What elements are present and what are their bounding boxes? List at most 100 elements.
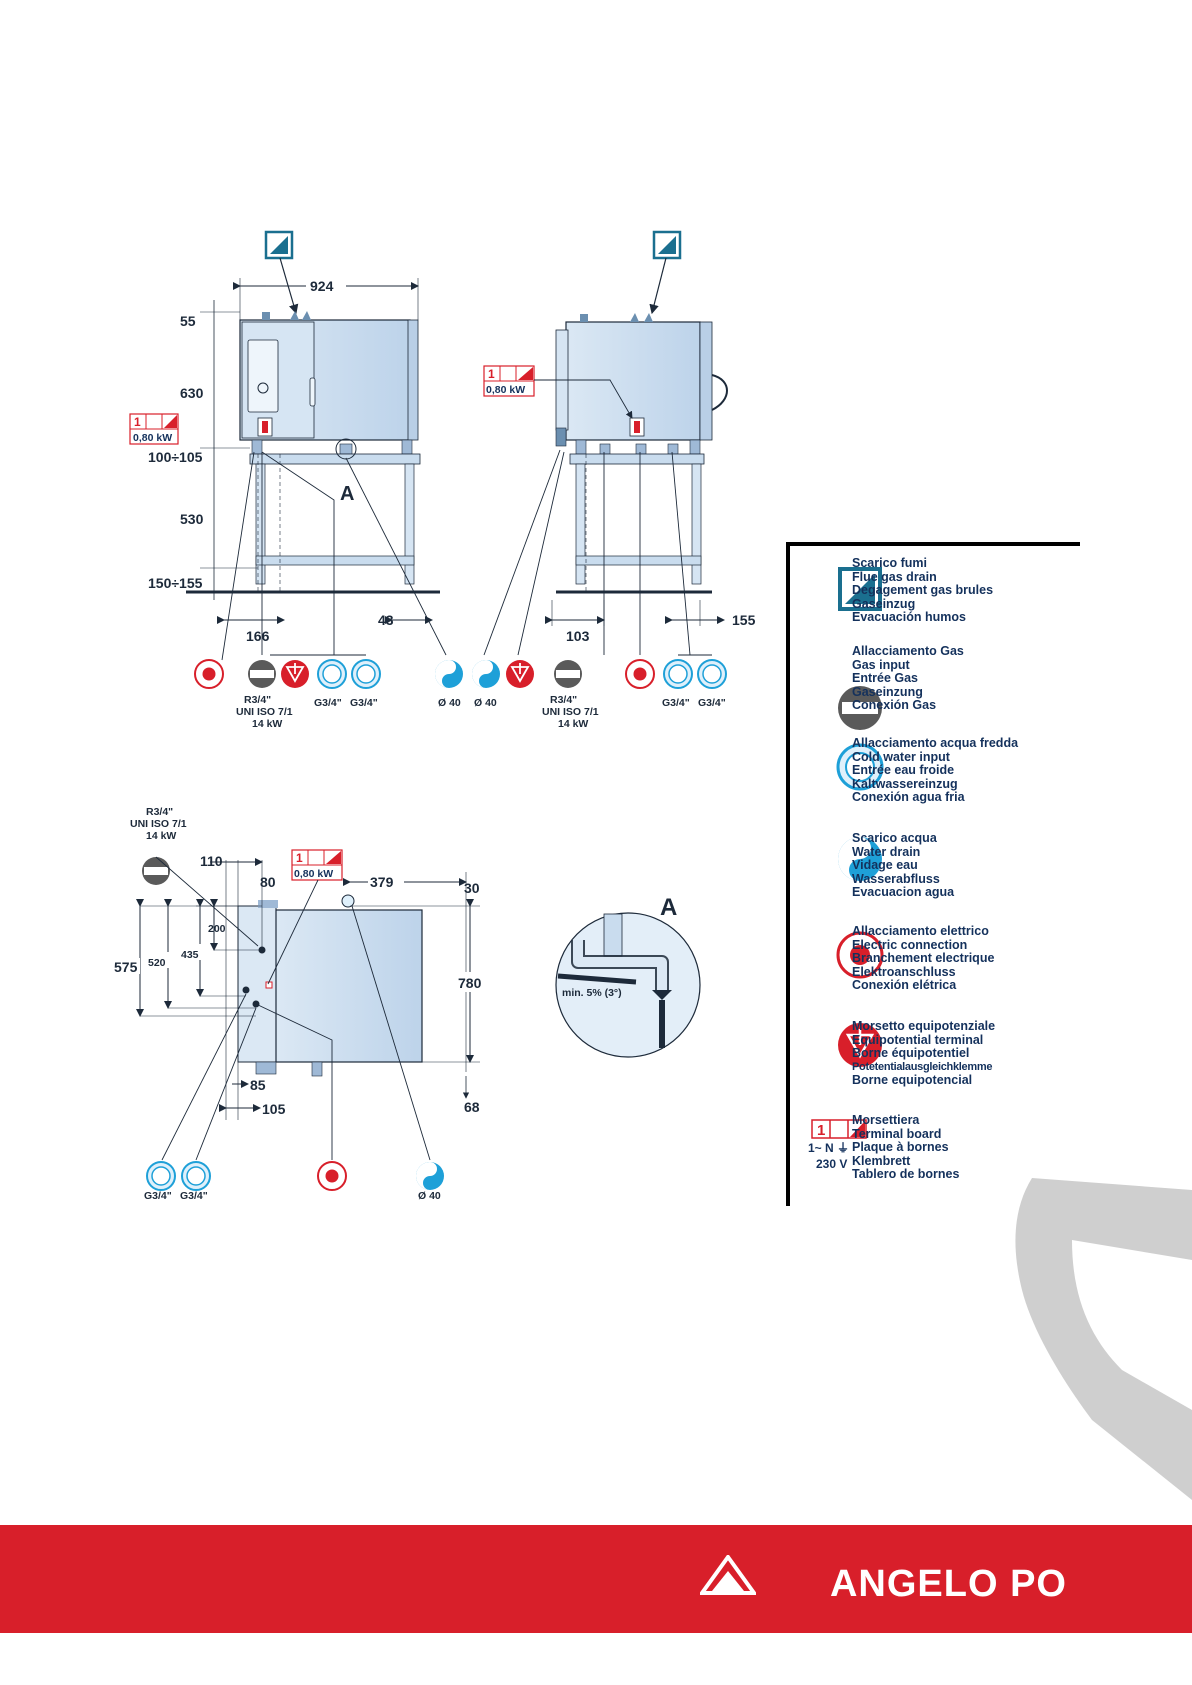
water-label-1: G3/4" [144, 1190, 172, 1202]
legend-equipotential: Morsetto equipotenziale Equipotential te… [852, 1019, 996, 1087]
water-drain-icon [435, 660, 463, 688]
water-label-1: G3/4" [314, 697, 342, 709]
gas-label-2: UNI ISO 7/1 [236, 706, 293, 718]
water-label-2: G3/4" [698, 697, 726, 709]
dim-530: 530 [180, 511, 204, 527]
gas-label-1: R3/4" [146, 806, 173, 818]
equipotential-icon [506, 660, 534, 688]
svg-text:0,80 kW: 0,80 kW [294, 868, 333, 880]
cold-water-icon [697, 659, 727, 689]
side-connection-icons: Ø 40 R3/4" UNI ISO 7/1 14 kW G3/4" G3/4" [472, 659, 727, 730]
electric-connection-icon [317, 1161, 347, 1191]
cold-water-icon [146, 1161, 176, 1191]
dim-150-155: 150÷155 [148, 575, 203, 591]
cold-water-icon [663, 659, 693, 689]
terminal-board-icon: 1 [811, 1119, 867, 1139]
top-view: R3/4" UNI ISO 7/1 14 kW 1 0,80 kW [114, 806, 492, 1161]
gas-label-1: R3/4" [550, 694, 577, 706]
dim-575: 575 [114, 959, 138, 975]
drain-label: Ø 40 [438, 697, 461, 709]
dim-520: 520 [148, 957, 166, 969]
decorative-brand-mark [1015, 1178, 1192, 1500]
gas-label-3: 14 kW [146, 830, 176, 842]
dim-43: 43 [378, 612, 394, 628]
flue-icon [652, 230, 682, 260]
detail-mark-front: A [340, 483, 354, 505]
flue-icon [264, 230, 294, 260]
drain-label: Ø 40 [474, 697, 497, 709]
dim-100-105: 100÷105 [148, 449, 203, 465]
dim-68: 68 [464, 1099, 480, 1115]
dim-155: 155 [732, 612, 756, 628]
side-view: 1 0,80 kW 103 155 [483, 230, 756, 656]
flue-icon [838, 567, 882, 611]
cold-water-icon [351, 659, 381, 689]
svg-text:1: 1 [296, 851, 303, 865]
dim-80: 80 [260, 874, 276, 890]
legend-icons: 1 [811, 567, 884, 1139]
slope-label: min. 5% (3°) [562, 987, 622, 999]
front-connection-icons: R3/4" UNI ISO 7/1 14 kW G3/4" G3/4" Ø 40 [194, 659, 463, 730]
dim-435: 435 [181, 949, 199, 961]
cold-water-icon [317, 659, 347, 689]
dim-55: 55 [180, 313, 196, 329]
drain-label: Ø 40 [418, 1190, 441, 1202]
svg-text:0,80 kW: 0,80 kW [486, 384, 525, 396]
svg-text:1: 1 [488, 367, 495, 381]
equipotential-icon [838, 1023, 882, 1067]
cold-water-icon [181, 1161, 211, 1191]
legend-cold-water: Allacciamento acqua fredda Cold water in… [852, 736, 1019, 804]
top-connection-icons [146, 1161, 444, 1191]
dim-166: 166 [246, 628, 270, 644]
dim-110: 110 [200, 853, 223, 869]
water-label-1: G3/4" [662, 697, 690, 709]
front-view: A 924 55 630 100÷105 530 150÷155 166 43 … [129, 230, 447, 661]
gas-label-2: UNI ISO 7/1 [130, 818, 187, 830]
dim-85: 85 [250, 1077, 266, 1093]
electric-connection-icon [836, 931, 884, 979]
legend-panel [786, 542, 1080, 1206]
dim-30: 30 [464, 880, 480, 896]
gas-label-1: R3/4" [244, 694, 271, 706]
dim-924: 924 [310, 278, 334, 294]
legend-terminal-phase: 1~ N ⏚ [808, 1141, 850, 1155]
legend-gas: Allacciamento Gas Gas input Entrée Gas G… [852, 644, 964, 712]
gas-input-icon [142, 857, 170, 885]
dim-105: 105 [262, 1101, 286, 1117]
gas-label-2: UNI ISO 7/1 [542, 706, 599, 718]
dim-379: 379 [370, 874, 394, 890]
gas-label-3: 14 kW [252, 718, 282, 730]
legend-flue: Scarico fumi Flue gas drain Degagement g… [852, 556, 994, 624]
electric-connection-icon [625, 659, 655, 689]
water-drain-icon [472, 660, 500, 688]
terminal-board-label-top: 1 0,80 kW [291, 849, 343, 881]
dim-103: 103 [566, 628, 590, 644]
footer-bar: ANGELO PO [0, 1525, 1192, 1633]
dim-780: 780 [458, 975, 482, 991]
detail-mark: A [660, 894, 677, 921]
detail-a: A min. 5% (3°) [555, 894, 701, 1058]
technical-drawings: A 924 55 630 100÷105 530 150÷155 166 43 … [114, 230, 756, 1191]
terminal-board-label-side: 1 0,80 kW [483, 365, 535, 397]
gas-input-icon [838, 686, 882, 730]
legend-terminal-voltage: 230 V [816, 1157, 848, 1171]
terminal-board-label-front: 1 0,80 kW [129, 413, 179, 445]
svg-text:1: 1 [134, 415, 141, 429]
svg-text:1: 1 [817, 1122, 825, 1139]
dim-200: 200 [208, 923, 226, 935]
water-label-2: G3/4" [350, 697, 378, 709]
brand-triangle-icon [700, 1555, 756, 1595]
top-icon-labels: G3/4" G3/4" Ø 40 [144, 1190, 441, 1202]
dim-630: 630 [180, 385, 204, 401]
water-label-2: G3/4" [180, 1190, 208, 1202]
legend-electric: Allacciamento elettrico Electric connect… [852, 924, 995, 992]
gas-label-3: 14 kW [558, 718, 588, 730]
cold-water-icon [836, 743, 884, 791]
legend-water-drain: Scarico acqua Water drain Vidage eau Was… [852, 831, 955, 899]
equipotential-icon [281, 660, 309, 688]
svg-text:0,80 kW: 0,80 kW [133, 432, 172, 444]
brand-logo: ANGELO PO [829, 1563, 1067, 1605]
electric-connection-icon [194, 659, 224, 689]
water-drain-icon [838, 837, 882, 881]
gas-input-icon [248, 660, 276, 688]
